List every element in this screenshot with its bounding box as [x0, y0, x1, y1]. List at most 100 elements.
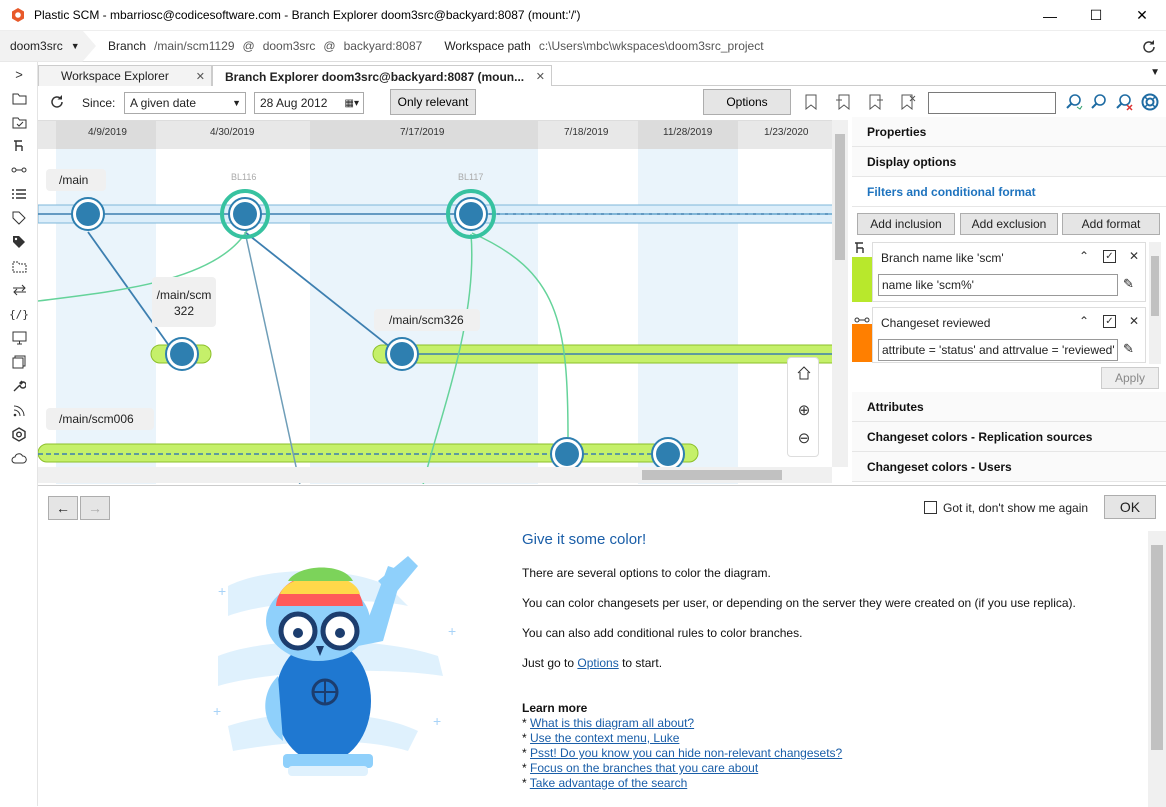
expand-rail-button[interactable]: >: [15, 66, 23, 82]
changesets-icon[interactable]: [0, 158, 38, 182]
search-input[interactable]: [928, 92, 1056, 114]
label-tag[interactable]: BL116: [231, 172, 257, 182]
chevron-down-icon: ▼: [232, 98, 241, 108]
rss-icon[interactable]: [0, 398, 38, 422]
chevron-up-icon[interactable]: ⌃: [1079, 314, 1090, 328]
section-filters[interactable]: Filters and conditional format: [852, 177, 1166, 207]
workspace-explorer-icon[interactable]: [0, 86, 38, 110]
section-user-colors[interactable]: Changeset colors - Users: [852, 452, 1166, 482]
cloud-icon[interactable]: [0, 446, 38, 470]
branch-name-scm322[interactable]: /main/scm: [156, 288, 212, 302]
pending-changes-icon[interactable]: [0, 110, 38, 134]
rule-expression-field[interactable]: attribute = 'status' and attrvalue = 're…: [878, 339, 1118, 361]
workspace-selector[interactable]: doom3src ▼: [0, 30, 96, 62]
bookmark-back-icon[interactable]: [835, 94, 851, 110]
labels-icon[interactable]: [0, 206, 38, 230]
close-button[interactable]: ✕: [1136, 7, 1148, 23]
tab-workspace-explorer[interactable]: Workspace Explorer ✕: [38, 65, 212, 86]
left-navigation-rail: > {/}: [0, 62, 38, 806]
refresh-icon[interactable]: [49, 94, 65, 110]
learn-more-link[interactable]: Focus on the branches that you care abou…: [530, 761, 759, 775]
diagram-vertical-scrollbar[interactable]: [832, 120, 848, 467]
ok-button[interactable]: OK: [1104, 495, 1156, 519]
rule-expression-field[interactable]: name like 'scm%': [878, 274, 1118, 296]
add-format-button[interactable]: Add format: [1062, 213, 1160, 235]
learn-more-link[interactable]: Psst! Do you know you can hide non-relev…: [530, 746, 843, 760]
rules-scrollbar[interactable]: [1149, 242, 1161, 364]
workspace-path-value: c:\Users\mbc\wkspaces\doom3src_project: [538, 39, 764, 53]
zoom-in-icon[interactable]: ⊕: [797, 402, 811, 419]
help-paragraph: You can color changesets per user, or de…: [522, 596, 1076, 610]
date-picker[interactable]: 28 Aug 2012 ▦▾: [254, 92, 364, 114]
branch-name-main[interactable]: /main: [59, 173, 89, 187]
attributes-icon[interactable]: [0, 230, 38, 254]
section-display-options[interactable]: Display options: [852, 147, 1166, 177]
help-paragraph: There are several options to color the d…: [522, 566, 771, 580]
learn-more-link[interactable]: Use the context menu, Luke: [530, 731, 680, 745]
date-header: 4/9/2019: [88, 127, 127, 138]
bookmark-forward-icon[interactable]: [868, 94, 884, 110]
help-vertical-scrollbar[interactable]: [1148, 531, 1166, 807]
branch-explorer-diagram[interactable]: 4/9/2019 4/30/2019 7/17/2019 7/18/2019 1…: [38, 120, 848, 484]
section-replication-colors[interactable]: Changeset colors - Replication sources: [852, 422, 1166, 452]
shelves-icon[interactable]: [0, 254, 38, 278]
chevron-up-icon[interactable]: ⌃: [1079, 249, 1090, 263]
workspace-path-label: Workspace path: [444, 39, 531, 53]
plastic-logo-icon[interactable]: [0, 422, 38, 446]
search-previous-icon[interactable]: [1090, 93, 1108, 111]
since-dropdown[interactable]: A given date ▼: [124, 92, 246, 114]
list-icon[interactable]: [0, 182, 38, 206]
learn-more-link[interactable]: Take advantage of the search: [529, 776, 688, 790]
rule-color-swatch[interactable]: [852, 324, 872, 362]
bookmark-remove-icon[interactable]: [900, 94, 916, 110]
section-attributes[interactable]: Attributes: [852, 392, 1166, 422]
close-tab-icon[interactable]: ✕: [195, 70, 205, 83]
close-tab-icon[interactable]: ✕: [535, 71, 545, 83]
diagram-horizontal-scrollbar[interactable]: [38, 467, 832, 483]
only-relevant-button[interactable]: Only relevant: [390, 89, 476, 115]
forward-button[interactable]: →: [80, 496, 110, 520]
sync-icon[interactable]: [0, 278, 38, 302]
search-clear-icon[interactable]: [1115, 93, 1133, 111]
branch-name-scm326[interactable]: /main/scm326: [389, 313, 464, 327]
tab-label: Workspace Explorer: [61, 69, 169, 83]
tab-branch-explorer[interactable]: Branch Explorer doom3src@backyard:8087 (…: [212, 65, 552, 87]
help-icon[interactable]: [1141, 93, 1159, 111]
zoom-out-icon[interactable]: ⊖: [797, 430, 811, 447]
filter-rule: Branch name like 'scm' ⌃ ✓ ✕ name like '…: [872, 242, 1146, 302]
edit-icon[interactable]: ✎: [1123, 341, 1134, 356]
server-value: backyard:8087: [343, 39, 423, 53]
date-header: 11/28/2019: [663, 127, 713, 138]
learn-more-item: * Use the context menu, Luke: [522, 731, 680, 745]
remove-rule-icon[interactable]: ✕: [1129, 249, 1140, 263]
minimize-button[interactable]: —: [1043, 7, 1057, 24]
refresh-icon[interactable]: [1141, 39, 1157, 55]
enable-checkbox[interactable]: ✓: [1103, 315, 1116, 328]
repositories-icon[interactable]: [0, 350, 38, 374]
remove-rule-icon[interactable]: ✕: [1129, 314, 1140, 328]
back-button[interactable]: ←: [48, 496, 78, 520]
branch-name-scm006[interactable]: /main/scm006: [59, 412, 134, 426]
settings-icon[interactable]: [0, 374, 38, 398]
options-button[interactable]: Options: [703, 89, 791, 115]
code-review-icon[interactable]: {/}: [9, 307, 29, 321]
learn-more-link[interactable]: What is this diagram all about?: [530, 716, 695, 730]
add-exclusion-button[interactable]: Add exclusion: [960, 213, 1058, 235]
edit-icon[interactable]: ✎: [1123, 276, 1134, 291]
maximize-button[interactable]: ☐: [1089, 7, 1103, 23]
apply-button[interactable]: Apply: [1101, 367, 1159, 389]
section-properties[interactable]: Properties: [852, 117, 1166, 147]
branch-name-scm322-suffix[interactable]: 322: [173, 304, 195, 318]
options-link[interactable]: Options: [577, 656, 619, 670]
workspaces-icon[interactable]: [0, 326, 38, 350]
search-next-icon[interactable]: [1065, 93, 1083, 111]
home-icon[interactable]: [792, 361, 816, 385]
dont-show-checkbox[interactable]: [924, 501, 937, 514]
bookmark-icon[interactable]: [804, 94, 818, 110]
rule-color-swatch[interactable]: [852, 257, 872, 302]
tab-overflow-icon[interactable]: ▼: [1150, 67, 1160, 78]
branches-icon[interactable]: [0, 134, 38, 158]
add-inclusion-button[interactable]: Add inclusion: [857, 213, 955, 235]
label-tag[interactable]: BL117: [458, 172, 484, 182]
enable-checkbox[interactable]: ✓: [1103, 250, 1116, 263]
